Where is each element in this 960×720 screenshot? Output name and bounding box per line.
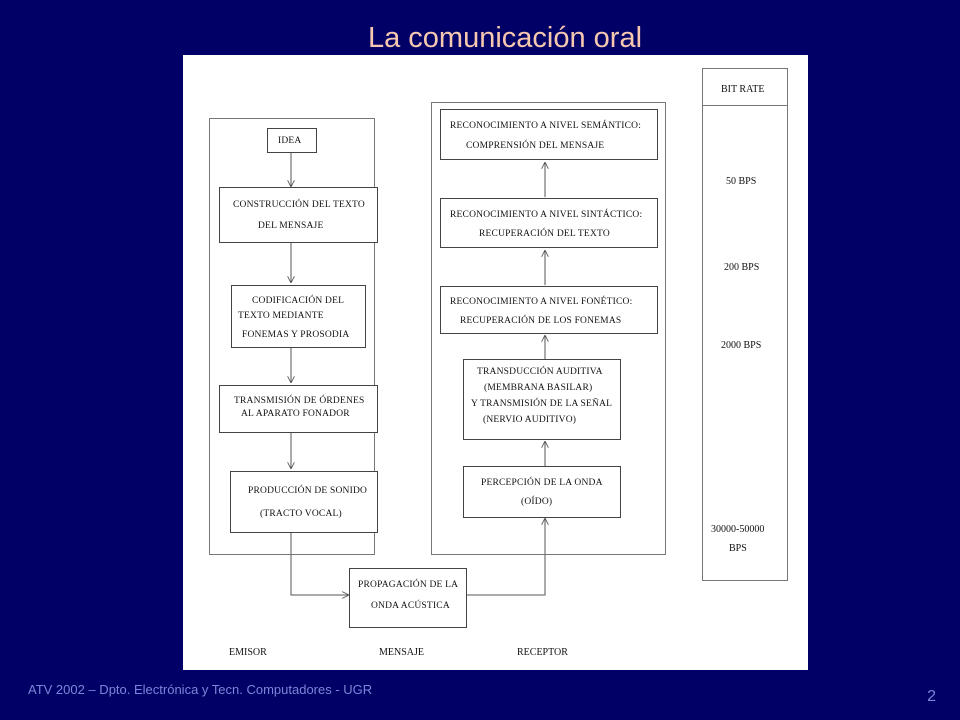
receptor-step-transduccion: TRANSDUCCIÓN AUDITIVA (MEMBRANA BASILAR)…	[463, 359, 621, 440]
step-line: TRANSMISIÓN DE ÓRDENES	[234, 396, 365, 406]
step-line: (TRACTO VOCAL)	[260, 509, 342, 519]
connector-arrows	[183, 153, 808, 670]
step-line: RECONOCIMIENTO A NIVEL SINTÁCTICO:	[450, 210, 643, 220]
receptor-label: RECEPTOR	[517, 647, 568, 658]
mensaje-label: MENSAJE	[379, 647, 425, 658]
receptor-step-semantico: RECONOCIMIENTO A NIVEL SEMÁNTICO: COMPRE…	[440, 109, 658, 160]
step-line: PROPAGACIÓN DE LA	[358, 580, 459, 590]
step-line: COMPRENSIÓN DEL MENSAJE	[466, 141, 605, 151]
receptor-frame	[431, 102, 666, 555]
mensaje-step-propagacion: PROPAGACIÓN DE LA ONDA ACÚSTICA	[349, 568, 467, 628]
step-line: PRODUCCIÓN DE SONIDO	[248, 486, 368, 496]
arrow-propagacion-to-percepcion	[467, 518, 545, 596]
emisor-step-transmision: TRANSMISIÓN DE ÓRDENES AL APARATO FONADO…	[219, 385, 378, 433]
step-line: Y TRANSMISIÓN DE LA SEÑAL	[471, 399, 613, 409]
step-line: RECONOCIMIENTO A NIVEL FONÉTICO:	[450, 297, 633, 307]
step-line: AL APARATO FONADOR	[241, 409, 350, 419]
arrow-produccion-to-propagacion	[290, 533, 349, 595]
bit-rate-value-acustico-unit: BPS	[729, 543, 747, 554]
emisor-step-produccion: PRODUCCIÓN DE SONIDO (TRACTO VOCAL)	[230, 471, 378, 533]
slide-title: La comunicación oral	[367, 22, 643, 54]
bit-rate-value-semantico: 50 BPS	[726, 176, 757, 187]
step-line: CONSTRUCCIÓN DEL TEXTO	[233, 200, 365, 210]
emisor-label: EMISOR	[229, 647, 267, 658]
bit-rate-frame	[702, 68, 788, 581]
receptor-step-percepcion: PERCEPCIÓN DE LA ONDA (OÍDO)	[463, 466, 621, 518]
step-line: ONDA ACÚSTICA	[371, 601, 450, 611]
step-line: DEL MENSAJE	[258, 221, 324, 231]
step-line: TRANSDUCCIÓN AUDITIVA	[477, 367, 603, 377]
emisor-step-idea: IDEA	[267, 128, 317, 153]
emisor-step-codificacion: CODIFICACIÓN DEL TEXTO MEDIANTE FONEMAS …	[231, 285, 366, 348]
step-line: PERCEPCIÓN DE LA ONDA	[481, 478, 603, 488]
bit-rate-value-sintactico: 200 BPS	[724, 262, 760, 273]
step-line: RECONOCIMIENTO A NIVEL SEMÁNTICO:	[450, 121, 642, 131]
footer-text: ATV 2002 – Dpto. Electrónica y Tecn. Com…	[28, 682, 373, 697]
bit-rate-header-divider	[702, 105, 788, 106]
step-line: IDEA	[278, 136, 302, 146]
step-line: CODIFICACIÓN DEL	[252, 296, 345, 306]
bit-rate-header: BIT RATE	[721, 84, 765, 95]
page-number: 2	[927, 688, 936, 705]
emisor-step-construccion: CONSTRUCCIÓN DEL TEXTO DEL MENSAJE	[219, 187, 378, 243]
receptor-step-fonetico: RECONOCIMIENTO A NIVEL FONÉTICO: RECUPER…	[440, 286, 658, 334]
bit-rate-value-fonetico: 2000 BPS	[721, 340, 762, 351]
receptor-step-sintactico: RECONOCIMIENTO A NIVEL SINTÁCTICO: RECUP…	[440, 198, 658, 248]
step-line: (NERVIO AUDITIVO)	[483, 415, 577, 425]
step-line: RECUPERACIÓN DEL TEXTO	[479, 229, 610, 239]
step-line: (MEMBRANA BASILAR)	[484, 383, 593, 393]
step-line: FONEMAS Y PROSODIA	[242, 330, 350, 340]
diagram-panel: BIT RATE 50 BPS 200 BPS 2000 BPS 30000-5…	[183, 55, 808, 670]
step-line: (OÍDO)	[521, 497, 553, 507]
step-line: RECUPERACIÓN DE LOS FONEMAS	[460, 316, 622, 326]
emisor-frame	[209, 118, 375, 555]
bit-rate-value-acustico: 30000-50000	[711, 524, 765, 535]
step-line: TEXTO MEDIANTE	[238, 311, 324, 321]
